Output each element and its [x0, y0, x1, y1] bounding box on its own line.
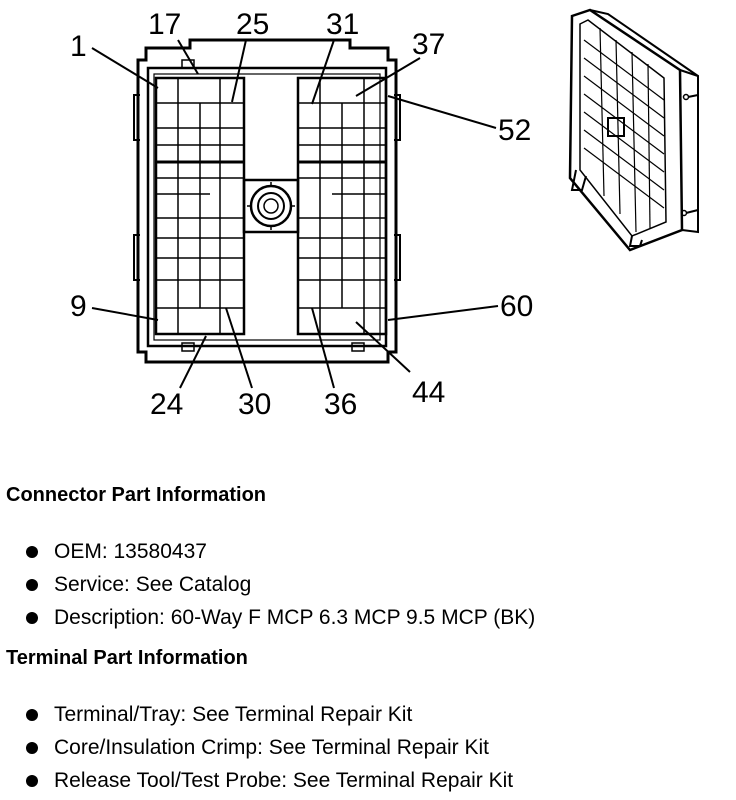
pin-label-52: 52 [498, 114, 531, 147]
bullet-icon [26, 742, 38, 754]
bullet-icon [26, 612, 38, 624]
pin-label-17: 17 [148, 8, 181, 41]
terminal-info-title: Terminal Part Information [6, 647, 248, 669]
list-item: Service: See Catalog [24, 568, 535, 601]
pin-label-36: 36 [324, 388, 357, 421]
list-item-text: Description: 60-Way F MCP 6.3 MCP 9.5 MC… [54, 606, 536, 629]
center-bolt [242, 178, 300, 234]
pin-label-44: 44 [412, 376, 445, 409]
pin-label-1: 1 [70, 30, 87, 63]
connector-isometric-view [568, 8, 699, 252]
bullet-icon [26, 709, 38, 721]
list-item: Description: 60-Way F MCP 6.3 MCP 9.5 MC… [24, 601, 535, 634]
left-cavity-block [154, 76, 246, 336]
pin-label-30: 30 [238, 388, 271, 421]
connector-face [133, 38, 401, 364]
bullet-icon [26, 546, 38, 558]
list-item: Terminal/Tray: See Terminal Repair Kit [24, 698, 513, 731]
terminal-info-list: Terminal/Tray: See Terminal Repair Kit C… [24, 698, 513, 797]
list-item-text: Service: See Catalog [54, 573, 252, 596]
bullet-icon [26, 775, 38, 787]
list-item: OEM: 13580437 [24, 535, 535, 568]
list-item-text: OEM: 13580437 [54, 540, 207, 563]
list-item: Core/Insulation Crimp: See Terminal Repa… [24, 731, 513, 764]
pin-labels: 1 17 25 31 37 52 9 60 24 30 36 44 [70, 8, 533, 421]
leader-lines [91, 39, 499, 389]
list-item: Release Tool/Test Probe: See Terminal Re… [24, 764, 513, 797]
pin-label-60: 60 [500, 290, 533, 323]
list-item-text: Terminal/Tray: See Terminal Repair Kit [54, 703, 413, 726]
pin-label-25: 25 [236, 8, 269, 41]
pin-label-24: 24 [150, 388, 183, 421]
connector-diagram: 1 17 25 31 37 52 9 60 24 30 36 44 [70, 8, 699, 421]
list-item-text: Release Tool/Test Probe: See Terminal Re… [54, 769, 514, 792]
right-cavity-block [296, 76, 388, 336]
bullet-icon [26, 579, 38, 591]
list-item-text: Core/Insulation Crimp: See Terminal Repa… [54, 736, 489, 759]
pin-label-37: 37 [412, 28, 445, 61]
connector-info-list: OEM: 13580437 Service: See Catalog Descr… [24, 535, 535, 634]
connector-info-title: Connector Part Information [6, 484, 267, 506]
pin-label-9: 9 [70, 290, 87, 323]
pin-label-31: 31 [326, 8, 359, 41]
